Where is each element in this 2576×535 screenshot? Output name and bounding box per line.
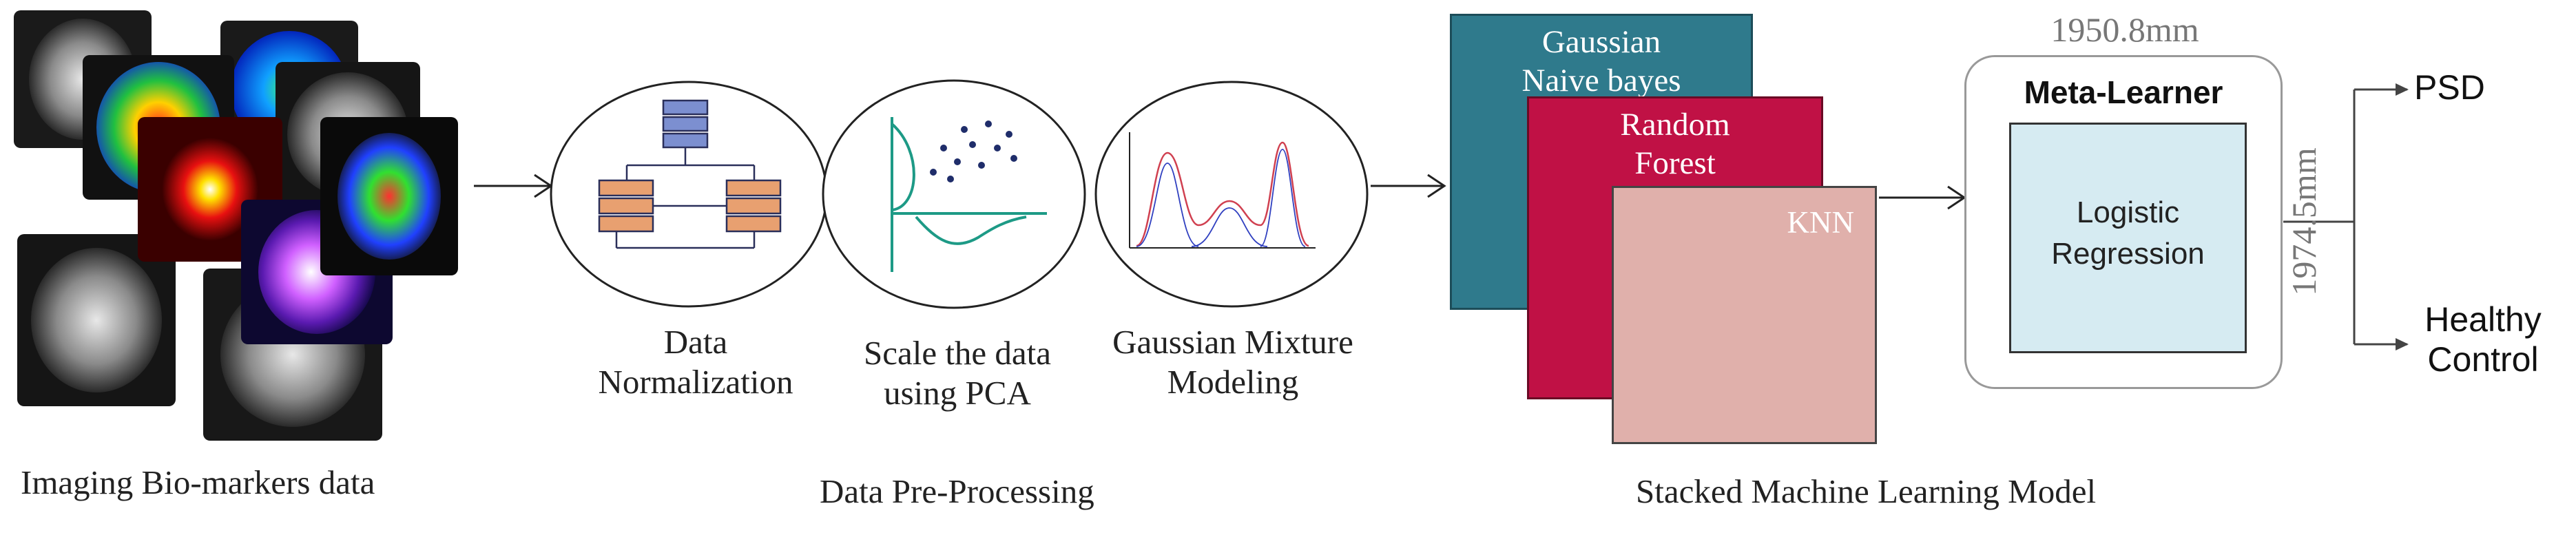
- gaussian-mixture-icon: [1129, 132, 1316, 249]
- arrow-base-to-meta: [1879, 185, 1966, 210]
- rf-label-line-2: Forest: [1634, 145, 1716, 181]
- normalization-circle: [550, 81, 828, 308]
- imaging-collage: [14, 10, 458, 441]
- arrow-meta-to-outputs: [2283, 83, 2409, 350]
- server-network-icon: [598, 99, 782, 249]
- gmm-label-line-1: Gaussian Mixture: [1112, 323, 1353, 361]
- healthy-label-line-1: Healthy: [2424, 300, 2542, 339]
- rf-label-line-1: Random: [1620, 107, 1730, 143]
- gmm-circle: [1094, 81, 1369, 308]
- logistic-label-line-2: Regression: [2051, 237, 2205, 271]
- pca-scatter-icon: [891, 117, 1047, 272]
- normalization-label: Data Normalization: [592, 322, 799, 402]
- knn-label: KNN: [1787, 205, 1855, 240]
- meta-learner-title: Meta-Learner: [2024, 74, 2223, 110]
- mri-tile-bottom-left: [17, 234, 176, 406]
- arrow-imaging-to-normalization: [474, 174, 553, 198]
- stacked-caption: Stacked Machine Learning Model: [1636, 472, 2097, 510]
- meta-learner-box: Meta-Learner Logistic Regression: [1964, 55, 2283, 389]
- gnb-label-line-2: Naive bayes: [1521, 63, 1681, 98]
- arrow-gmm-to-base: [1371, 174, 1446, 198]
- gmm-label: Gaussian Mixture Modeling: [1109, 322, 1357, 402]
- pca-label-line-1: Scale the data: [863, 334, 1052, 372]
- imaging-caption: Imaging Bio-markers data: [21, 463, 375, 501]
- pca-label-line-2: using PCA: [884, 374, 1031, 412]
- knn-card: KNN: [1612, 186, 1877, 444]
- dti-tile: [320, 117, 458, 275]
- output-psd: PSD: [2414, 68, 2485, 107]
- pca-label: Scale the data using PCA: [833, 333, 1081, 413]
- normalization-label-line-2: Normalization: [598, 363, 793, 401]
- meta-width-dimension: 1950.8mm: [2050, 10, 2199, 49]
- preprocessing-caption: Data Pre-Processing: [820, 472, 1094, 510]
- gmm-label-line-2: Modeling: [1167, 363, 1299, 401]
- logistic-label-line-1: Logistic: [2076, 196, 2180, 229]
- healthy-label-line-2: Control: [2427, 340, 2539, 379]
- meta-height-dimension: 1974.5mm: [2285, 147, 2323, 296]
- normalization-label-line-1: Data: [663, 323, 728, 361]
- output-healthy-control: Healthy Control: [2390, 300, 2576, 379]
- logistic-regression-box: Logistic Regression: [2009, 123, 2247, 353]
- pca-circle: [822, 79, 1086, 309]
- gnb-label-line-1: Gaussian: [1541, 24, 1661, 60]
